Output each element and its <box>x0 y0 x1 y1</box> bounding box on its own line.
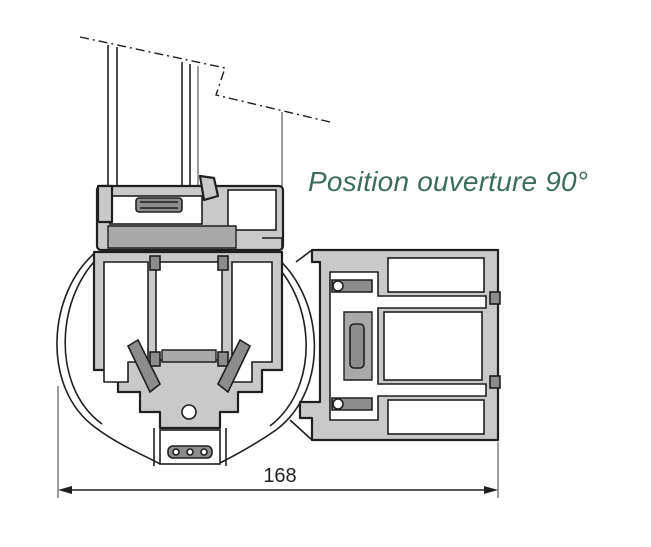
dimension-arrow-right <box>484 486 498 494</box>
dimension-arrow-left <box>58 486 72 494</box>
dimension-label: 168 <box>263 465 296 487</box>
opening-position-caption: Position ouverture 90° <box>308 166 589 197</box>
opened-sash-profile <box>289 248 501 442</box>
glazing-break-lines <box>79 36 331 248</box>
pivot-frame-profile <box>92 250 284 466</box>
upper-sash-profile <box>95 174 285 252</box>
dimension-168: 168 <box>57 386 499 498</box>
